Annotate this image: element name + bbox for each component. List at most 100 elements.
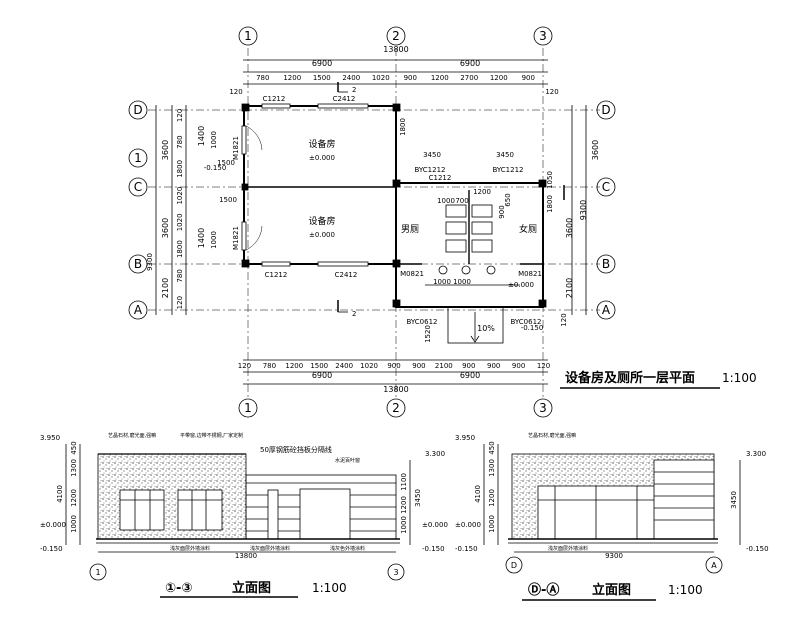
grid-bubble-2-top bbox=[386, 26, 406, 46]
tag: C2412 bbox=[333, 95, 356, 103]
room-level: ±0.000 bbox=[309, 231, 335, 239]
dim-right-inner: 1800 bbox=[546, 195, 554, 213]
tag: BYC0612 bbox=[406, 318, 437, 326]
dim-left-misc: 1400 bbox=[197, 228, 206, 248]
dim-top-segment: 1500 bbox=[313, 74, 331, 82]
dim-left-misc: 1500 bbox=[219, 196, 237, 204]
elev-dim: 1200 bbox=[488, 489, 496, 507]
dim-bottom-segment: 2100 bbox=[435, 362, 453, 370]
grid-label: 2 bbox=[392, 29, 400, 43]
window-c1212 bbox=[261, 261, 291, 267]
grid-label: A bbox=[134, 303, 143, 317]
window-c2412 bbox=[317, 103, 369, 109]
elev1-title-grid: ①-③ bbox=[165, 581, 192, 596]
dim-bottom-segment: 1500 bbox=[310, 362, 328, 370]
dim-top-segment: 900 bbox=[404, 74, 417, 82]
sink bbox=[486, 265, 496, 275]
toilet-fixture bbox=[471, 239, 493, 253]
tag: M0821 bbox=[518, 270, 542, 278]
elev-dim: 1000 bbox=[70, 515, 78, 533]
level-mark: -0.150 bbox=[521, 324, 544, 332]
entrance bbox=[299, 488, 351, 540]
grid-bubble-3-bottom bbox=[533, 398, 553, 418]
dim-left-total: 9300 bbox=[146, 253, 154, 271]
elev-width: 13800 bbox=[235, 552, 257, 560]
grid-bubble-D-left bbox=[128, 100, 148, 120]
dim-top-segment: 1020 bbox=[372, 74, 390, 82]
elev-note: 浅灰面层外墙涂料 bbox=[170, 545, 210, 552]
elev2-title: 立面图 bbox=[592, 582, 631, 598]
elev-dim: 450 bbox=[488, 441, 496, 454]
elev-dim: 1300 bbox=[488, 459, 496, 477]
level: 3.950 bbox=[455, 434, 475, 442]
grid-bubble-1 bbox=[89, 563, 107, 581]
dim-bottom-segment: 900 bbox=[512, 362, 525, 370]
toilet-dim: 1200 bbox=[473, 188, 491, 196]
dim-left-segment: 780 bbox=[176, 135, 184, 148]
dim-top-segment: 900 bbox=[522, 74, 535, 82]
dim-bottom-segment: 780 bbox=[263, 362, 276, 370]
dim-bottom-segment: 900 bbox=[462, 362, 475, 370]
grid-bubble-A-right bbox=[596, 300, 616, 320]
elev-dim: 1300 bbox=[70, 459, 78, 477]
level: -0.150 bbox=[746, 545, 769, 553]
grid-bubble-3 bbox=[387, 563, 405, 581]
tag: M1821 bbox=[232, 136, 240, 160]
grid-bubble-D-right bbox=[596, 100, 616, 120]
dim-left-segment: 120 bbox=[176, 296, 184, 309]
level: -0.150 bbox=[422, 545, 445, 553]
dim-left-outer: 2100 bbox=[161, 278, 170, 298]
toilet-fixture bbox=[445, 221, 467, 235]
dim-left-misc: 1500 bbox=[217, 159, 235, 167]
tag: BYC1212 bbox=[414, 166, 445, 174]
mid-dim: 1800 bbox=[399, 118, 407, 136]
grid-label: 1 bbox=[134, 151, 142, 165]
room-name: 设备房 bbox=[308, 215, 335, 227]
grid-label: C bbox=[602, 180, 610, 194]
grid-label: D bbox=[133, 103, 142, 117]
elev-note: 艺晶石材,磨光面,强嘛 bbox=[528, 432, 576, 439]
grid-bubble-extra-left bbox=[128, 148, 148, 168]
toilet-dim: 3450 bbox=[423, 151, 441, 159]
dim-top-total: 13800 bbox=[383, 45, 408, 54]
level: ±0.000 bbox=[422, 521, 448, 529]
plan-scale: 1:100 bbox=[722, 371, 757, 385]
grid-bubble-A bbox=[705, 556, 723, 574]
toilet-dim: 3450 bbox=[496, 151, 514, 159]
elev-note: 浅灰面层外墙涂料 bbox=[250, 545, 290, 552]
tag: BYC1212 bbox=[492, 166, 523, 174]
window-c1212 bbox=[261, 103, 291, 109]
dim-left-segment: 1020 bbox=[176, 213, 184, 231]
sink bbox=[438, 265, 448, 275]
dim-right-inner: 120 bbox=[560, 313, 568, 326]
toilet-dim: 1000 bbox=[453, 278, 471, 286]
grid-bubble-2-bottom bbox=[386, 398, 406, 418]
grid-bubble-B-left bbox=[128, 254, 148, 274]
level: 3.300 bbox=[746, 450, 766, 458]
level: -0.150 bbox=[455, 545, 478, 553]
dim-left-misc: 1000 bbox=[210, 231, 218, 249]
level-mark: ±0.000 bbox=[508, 281, 534, 289]
elev-dim: 1200 bbox=[400, 496, 408, 514]
toilet-fixture bbox=[445, 204, 467, 218]
grid-label: 3 bbox=[539, 401, 547, 415]
tag: C1212 bbox=[265, 271, 288, 279]
grid-bubble-B-right bbox=[596, 254, 616, 274]
dim-left-segment: 1800 bbox=[176, 240, 184, 258]
dim-top-segment: 1200 bbox=[283, 74, 301, 82]
elev-dim: 1100 bbox=[400, 473, 408, 491]
level: ±0.000 bbox=[40, 521, 66, 529]
dim-top-segment: 2400 bbox=[342, 74, 360, 82]
grid-label: 3 bbox=[539, 29, 547, 43]
room-level: ±0.000 bbox=[309, 154, 335, 162]
floor-plan: 1 2 3 1 2 3 D 1 C B A D C B A 1380 bbox=[128, 26, 757, 418]
section-mark: 2 bbox=[352, 86, 356, 94]
elev-note: 艺晶石材,磨光面,强嘛 bbox=[108, 432, 156, 439]
grid-label: D bbox=[601, 103, 610, 117]
grid-bubble-D bbox=[505, 556, 523, 574]
dim-bottom-segment: 900 bbox=[387, 362, 400, 370]
dim-bottom-half: 6900 bbox=[460, 371, 480, 380]
dim-top-segment: 780 bbox=[256, 74, 269, 82]
dim-bottom-segment: 1020 bbox=[360, 362, 378, 370]
